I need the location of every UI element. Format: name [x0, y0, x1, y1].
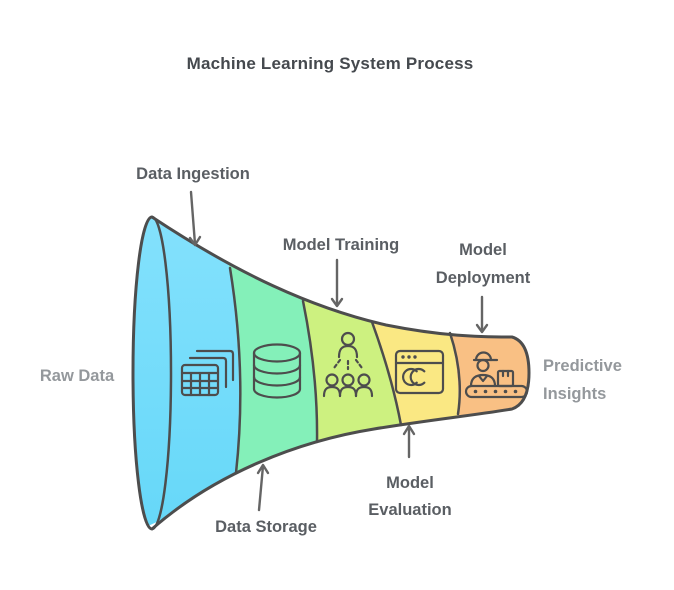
stacked-tables-icon [180, 349, 235, 397]
arrow-model-deployment [475, 295, 489, 334]
segment-data-storage [227, 254, 318, 487]
arrow-data-ingestion [188, 190, 202, 247]
stage-icons [180, 331, 529, 399]
label-data-ingestion: Data Ingestion [136, 165, 250, 183]
divider-1 [228, 266, 242, 475]
divider-4 [448, 331, 462, 416]
label-model-evaluation: Model Evaluation [368, 474, 452, 519]
browser-sync-icon [394, 349, 445, 395]
label-model-deployment: Model Deployment [435, 241, 531, 287]
funnel-mouth-rim [150, 215, 173, 531]
label-predictive-insights: Predictive Insights [543, 357, 622, 403]
label-raw-data: Raw Data [39, 367, 115, 385]
label-data-storage: Data Storage [215, 518, 317, 536]
database-icon [252, 343, 302, 399]
callout-arrows [188, 190, 489, 512]
funnel-outlines [131, 215, 531, 531]
diagram-title: Machine Learning System Process [186, 54, 474, 73]
divider-3 [370, 320, 403, 427]
label-model-training: Model Training [282, 236, 400, 254]
segment-data-ingestion [133, 217, 240, 529]
arrow-model-evaluation [402, 424, 416, 459]
funnel-silhouette [131, 215, 531, 531]
arrow-data-storage [256, 463, 270, 512]
worker-conveyor-icon [464, 351, 529, 399]
segment-model-training [300, 287, 403, 456]
divider-2 [301, 299, 319, 444]
team-hierarchy-icon [322, 331, 374, 398]
arrow-model-training [330, 258, 344, 308]
